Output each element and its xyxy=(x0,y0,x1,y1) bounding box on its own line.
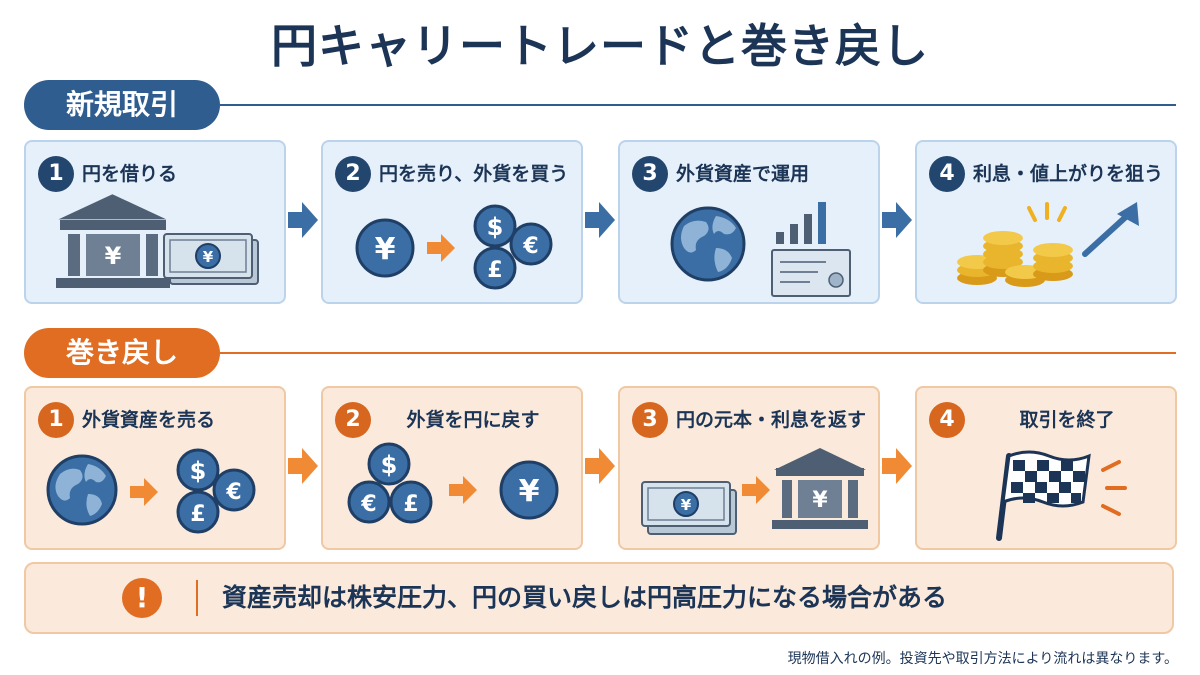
step-number: 2 xyxy=(335,156,371,192)
pound-coin-icon: £ xyxy=(473,246,517,290)
flow-arrow-right-icon xyxy=(585,200,615,244)
pound-coin-icon: £ xyxy=(176,490,220,534)
step-title: 利息・値上がりを狙う xyxy=(973,163,1164,185)
step-number: 1 xyxy=(38,156,74,192)
dollar-coin-icon: $ xyxy=(473,204,517,248)
step-illustration: $ € £ xyxy=(46,448,256,534)
svg-text:¥: ¥ xyxy=(681,496,692,514)
svg-text:¥: ¥ xyxy=(519,474,540,509)
checkered-flag-icon xyxy=(996,450,1091,541)
step-card-new-2: 2 円を売り、外貨を買う ¥ $ € £ xyxy=(321,140,583,304)
certificate-icon xyxy=(771,249,851,297)
pound-coin-icon: £ xyxy=(389,480,433,524)
step-number: 4 xyxy=(929,156,965,192)
flow-arrow-right-icon xyxy=(882,446,912,490)
step-card-new-3: 3 外貨資産で運用 xyxy=(618,140,880,304)
yen-coin-icon: ¥ xyxy=(499,460,559,520)
arrow-right-icon xyxy=(427,234,455,262)
step-title: 取引を終了 xyxy=(1019,409,1115,431)
step-illustration xyxy=(957,202,1139,287)
flow-arrow-right-icon xyxy=(882,200,912,244)
yen-coin-icon: ¥ xyxy=(355,218,415,278)
svg-text:£: £ xyxy=(403,492,418,517)
svg-text:¥: ¥ xyxy=(105,242,122,270)
step-illustration: $ € £ ¥ xyxy=(347,442,559,524)
bank-yen-icon: ¥ xyxy=(56,194,170,288)
svg-text:€: € xyxy=(225,480,241,505)
step-card-new-1: 1 円を借りる ¥ ¥ xyxy=(24,140,286,304)
svg-text:€: € xyxy=(360,492,376,517)
step-number: 2 xyxy=(335,402,371,438)
step-title: 外貨資産を売る xyxy=(82,409,216,431)
yen-banknote-icon: ¥ xyxy=(163,233,259,285)
trend-up-arrow-icon xyxy=(1082,202,1139,257)
warning-text: 資産売却は株安圧力、円の買い戻しは円高圧力になる場合がある xyxy=(222,583,948,612)
arrow-right-icon xyxy=(449,476,477,504)
step-illustration xyxy=(996,450,1127,541)
step-title: 円を借りる xyxy=(82,163,178,185)
step-illustration: ¥ ¥ xyxy=(56,194,259,288)
warning-separator xyxy=(196,580,198,616)
flow-arrow-right-icon xyxy=(288,200,318,244)
exclamation-icon: ! xyxy=(122,578,162,618)
step-number: 1 xyxy=(38,402,74,438)
step-card-unwind-3: 3 円の元本・利息を返す ¥ ¥ xyxy=(618,386,880,550)
arrow-right-icon xyxy=(130,478,158,506)
arrow-right-icon xyxy=(742,476,770,504)
step-card-unwind-2: 2 外貨を円に戻す $ € £ ¥ xyxy=(321,386,583,550)
sparkle-icon xyxy=(1101,460,1127,516)
svg-text:$: $ xyxy=(381,451,398,479)
step-illustration: ¥ $ € £ xyxy=(355,204,553,290)
svg-text:$: $ xyxy=(487,213,504,241)
bank-yen-icon: ¥ xyxy=(772,448,868,529)
svg-text:$: $ xyxy=(190,457,207,485)
step-card-new-4: 4 利息・値上がりを狙う xyxy=(915,140,1177,304)
step-number: 4 xyxy=(929,402,965,438)
warning-box: ! 資産売却は株安圧力、円の買い戻しは円高圧力になる場合がある xyxy=(24,562,1174,634)
section-divider-unwind xyxy=(220,352,1176,354)
globe-icon xyxy=(46,454,118,526)
coin-stack-icon xyxy=(957,231,1073,287)
step-card-unwind-4: 4 取引を終了 xyxy=(915,386,1177,550)
svg-text:¥: ¥ xyxy=(203,248,214,266)
step-illustration: ¥ ¥ xyxy=(641,448,868,535)
step-number: 3 xyxy=(632,156,668,192)
dollar-coin-icon: $ xyxy=(367,442,411,486)
sparkle-icon xyxy=(1027,202,1067,222)
step-title: 円を売り、外貨を買う xyxy=(379,163,569,185)
section-label-unwind: 巻き戻し xyxy=(24,328,220,378)
step-illustration xyxy=(670,202,851,297)
section-divider-new-trade xyxy=(220,104,1176,106)
yen-banknote-icon: ¥ xyxy=(641,481,737,535)
flow-arrow-right-icon xyxy=(288,446,318,490)
footnote: 現物借入れの例。投資先や取引方法により流れは異なります。 xyxy=(787,651,1178,667)
svg-text:£: £ xyxy=(190,502,205,527)
section-label-new-trade: 新規取引 xyxy=(24,80,220,130)
euro-coin-icon: € xyxy=(509,222,553,266)
step-title: 外貨を円に戻す xyxy=(406,409,540,431)
svg-text:£: £ xyxy=(487,258,502,283)
globe-icon xyxy=(670,206,746,282)
dollar-coin-icon: $ xyxy=(176,448,220,492)
flow-arrow-right-icon xyxy=(585,446,615,490)
step-title: 円の元本・利息を返す xyxy=(676,409,867,431)
euro-coin-icon: € xyxy=(212,468,256,512)
svg-text:¥: ¥ xyxy=(375,232,396,267)
euro-coin-icon: € xyxy=(347,480,391,524)
bar-chart-icon xyxy=(776,202,826,244)
page-title: 円キャリートレードと巻き戻し xyxy=(271,19,929,73)
step-card-unwind-1: 1 外貨資産を売る $ € £ xyxy=(24,386,286,550)
step-title: 外貨資産で運用 xyxy=(676,163,810,185)
step-number: 3 xyxy=(632,402,668,438)
svg-text:€: € xyxy=(522,234,538,259)
svg-text:¥: ¥ xyxy=(812,488,828,513)
